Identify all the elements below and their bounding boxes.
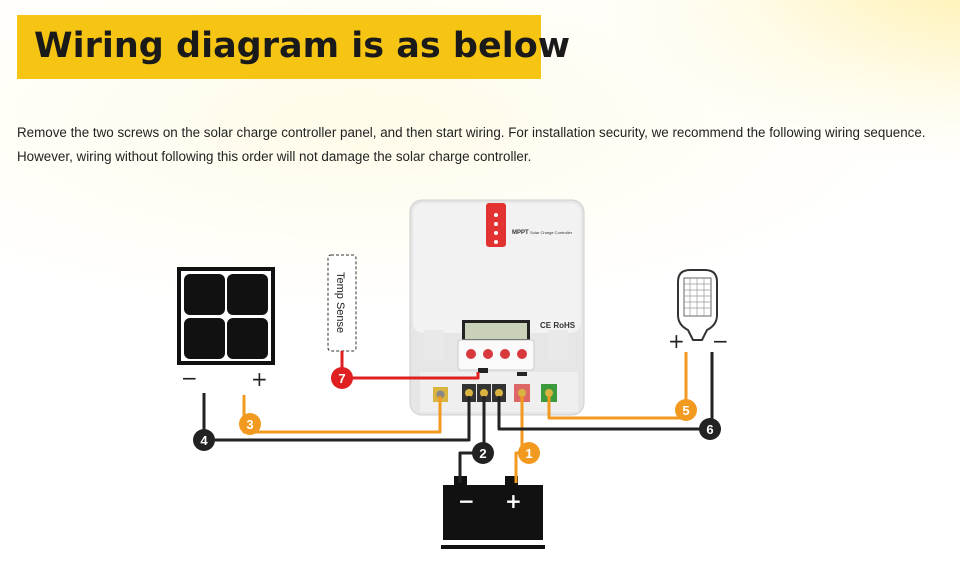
solar-minus-sign: − (181, 366, 198, 390)
battery-minus-sign: − (458, 489, 475, 513)
svg-text:7: 7 (338, 371, 345, 386)
wire-load-negative (497, 352, 714, 431)
svg-text:6: 6 (706, 422, 713, 437)
solar-panel-icon (177, 267, 275, 365)
load-plus-sign: + (668, 329, 685, 353)
wire-solar-positive (242, 395, 442, 434)
charge-controller: MPPT Solar Charge Controller CE RoHS (409, 199, 585, 416)
load-minus-sign: − (712, 329, 729, 353)
svg-text:3: 3 (246, 417, 253, 432)
lamp-icon (677, 269, 718, 341)
wire-load-positive (547, 352, 688, 420)
step-badge-3: 3 (239, 413, 261, 435)
step-badge-2: 2 (472, 442, 494, 464)
wire-temp-sensor (340, 351, 480, 380)
solar-plus-sign: + (251, 367, 268, 391)
svg-text:5: 5 (682, 403, 689, 418)
certification-label: CE RoHS (540, 321, 576, 330)
intro-paragraph: Remove the two screws on the solar charg… (17, 125, 926, 164)
step-badge-6: 6 (699, 418, 721, 440)
battery-plus-sign: + (505, 489, 522, 513)
step-badge-7: 7 (331, 367, 353, 389)
step-badge-5: 5 (675, 399, 697, 421)
svg-text:2: 2 (479, 446, 486, 461)
svg-text:4: 4 (200, 433, 208, 448)
temp-sense-label: Temp Sense (334, 272, 346, 333)
title-banner (17, 15, 541, 79)
page-title: Wiring diagram is as below (34, 26, 571, 66)
wire-solar-negative (202, 393, 471, 442)
step-badge-1: 1 (518, 442, 540, 464)
control-buttons (466, 349, 527, 359)
battery-icon (441, 476, 545, 549)
model-label: Solar Charge Controller (530, 230, 573, 235)
brand-label: MPPT (512, 230, 529, 236)
temp-sensor-icon: Temp Sense (327, 254, 357, 352)
step-badge-4: 4 (193, 429, 215, 451)
svg-text:1: 1 (525, 446, 532, 461)
